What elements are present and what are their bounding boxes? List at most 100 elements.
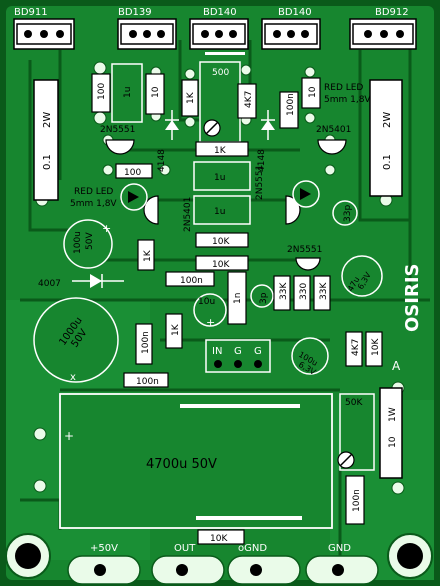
resistor-label: 100 xyxy=(97,83,107,100)
capacitor-label: 100n xyxy=(352,489,362,512)
resistor-1k-center: 1K xyxy=(195,141,249,157)
resistor-1k-mid: 1K xyxy=(137,239,155,271)
led-label: 5mm 1,8V xyxy=(70,199,117,209)
led-label-top: RED LED 5mm 1,8V xyxy=(324,83,371,105)
capacitor-label: 50V xyxy=(85,232,95,250)
resistor-label: 1K xyxy=(186,91,196,104)
board-title-text: OSIRIS xyxy=(402,264,423,332)
capacitor-label: 100n xyxy=(141,331,151,354)
resistor-label: 4K7 xyxy=(244,91,254,108)
mount-hole-right xyxy=(387,533,433,579)
resistor-4k7-b: 4K7 xyxy=(345,331,363,367)
resistor-10k-a: 10K xyxy=(195,232,249,248)
resistor-100-top: 100 xyxy=(91,73,111,113)
resistor-330: 330 xyxy=(293,275,311,311)
polarity-mark: + xyxy=(102,222,111,235)
resistor-label: 0.1 xyxy=(42,154,53,170)
header-label: G xyxy=(254,346,262,357)
capacitor-label: 3p xyxy=(259,292,269,304)
terminal-label: +50V xyxy=(90,543,118,554)
resistor-10k-bottom: 10K xyxy=(197,529,245,545)
capacitor-label: 10u xyxy=(198,297,215,307)
resistor-label: 2W xyxy=(42,112,53,128)
capacitor-100u: 100u 50V + xyxy=(63,219,113,269)
silk-line xyxy=(205,52,245,55)
transistor-label: 2N5401 xyxy=(316,125,351,135)
capacitor-33p: 33p xyxy=(332,200,358,226)
resistor-1k-top: 1K xyxy=(181,79,199,117)
terminal-gnd: GND xyxy=(305,543,379,585)
resistor-1k-d: 1K xyxy=(165,313,183,349)
trimpot-label: 50K xyxy=(345,398,363,408)
transistor-label: 2N5401 xyxy=(183,197,193,232)
resistor-label: 10K xyxy=(212,260,230,270)
header-label: G xyxy=(234,346,242,357)
header-label: IN xyxy=(212,346,222,357)
resistor-label: 100 xyxy=(124,168,141,178)
transistor-label: 2N5551 xyxy=(255,165,265,200)
resistor-10-top: 10 xyxy=(145,73,165,115)
transistor-2n5551-a: 2N5551 xyxy=(100,125,135,155)
resistor-label: 4K7 xyxy=(351,339,361,356)
resistor-label: 10K xyxy=(371,338,381,356)
capacitor-100n-c: 100n xyxy=(135,323,153,365)
diode-label: 4007 xyxy=(38,279,61,289)
resistor-10-1w: 1W 10 xyxy=(379,387,403,479)
trimpot-500: 500 xyxy=(199,61,241,143)
resistor-label: 10 xyxy=(388,436,398,448)
trimpot-label: 500 xyxy=(212,68,229,78)
resistor-label: 2W xyxy=(382,112,393,128)
capacitor-label: 33p xyxy=(343,205,353,222)
header-label: BD911 xyxy=(14,7,48,18)
capacitor-label: 1u xyxy=(214,207,225,217)
led-right xyxy=(292,180,320,208)
header-bd911: BD911 xyxy=(13,7,75,50)
transistor-2n5401-a: 2N5401 xyxy=(316,125,351,155)
header-label: BD139 xyxy=(118,7,152,18)
resistor-label: 33K xyxy=(279,282,289,300)
capacitor-label: 100n xyxy=(286,93,296,116)
header-bd140-a: BD140 xyxy=(189,7,249,50)
trimpot-50k: 50K xyxy=(337,393,375,471)
resistor-label: 0.1 xyxy=(382,154,393,170)
capacitor-1n: 1n xyxy=(227,271,247,325)
capacitor-1000u: 1000u 50V x xyxy=(33,297,119,383)
diode-label: 4148 xyxy=(157,149,167,172)
resistor-10-right: 10 xyxy=(301,77,321,109)
resistor-label: 330 xyxy=(299,283,309,300)
input-header: IN G G xyxy=(205,339,271,373)
capacitor-label: 100n xyxy=(180,276,203,286)
resistor-label: 1K xyxy=(214,146,227,156)
diode-label: 4148 xyxy=(257,149,267,172)
header-bd912: BD912 xyxy=(349,7,417,50)
resistor-label: 1K xyxy=(171,323,181,336)
output-label-a: A xyxy=(392,359,401,373)
capacitor-10u: 10u + xyxy=(193,293,227,329)
capacitor-label: 100n xyxy=(136,377,159,387)
transistor-label: 2N5551 xyxy=(287,245,322,255)
capacitor-label: 100u xyxy=(73,231,83,254)
resistor-33k-a: 33K xyxy=(273,275,291,311)
capacitor-1u-center-a: 1u xyxy=(193,161,251,191)
capacitor-100n-top: 100n xyxy=(279,91,299,129)
diode-4007: 4007 xyxy=(38,274,124,289)
capacitor-1u-top: 1u xyxy=(111,63,143,123)
resistor-33k-b: 33K xyxy=(313,275,331,311)
transistor-2n5551-c: 2N5551 xyxy=(287,245,322,271)
resistor-0-1-right: 2W 0.1 xyxy=(369,79,403,197)
terminal-label: OUT xyxy=(174,543,196,554)
resistor-0-1-left: 2W 0.1 xyxy=(33,79,59,201)
header-row: BD911 BD139 BD140 BD140 BD912 xyxy=(13,7,417,50)
terminal-50v: +50V xyxy=(67,543,141,585)
polarity-mark: x xyxy=(70,372,76,383)
header-label: BD140 xyxy=(203,7,237,18)
capacitor-label: 1u xyxy=(123,87,133,98)
resistor-label: 10 xyxy=(308,86,318,98)
terminal-label: oGND xyxy=(238,543,267,554)
terminal-label: GND xyxy=(328,543,351,554)
resistor-100-center: 100 xyxy=(115,163,153,179)
polarity-mark: + xyxy=(64,429,74,443)
resistor-10k-b: 10K xyxy=(195,255,249,271)
capacitor-4700u: 4700u 50V + xyxy=(59,393,333,529)
